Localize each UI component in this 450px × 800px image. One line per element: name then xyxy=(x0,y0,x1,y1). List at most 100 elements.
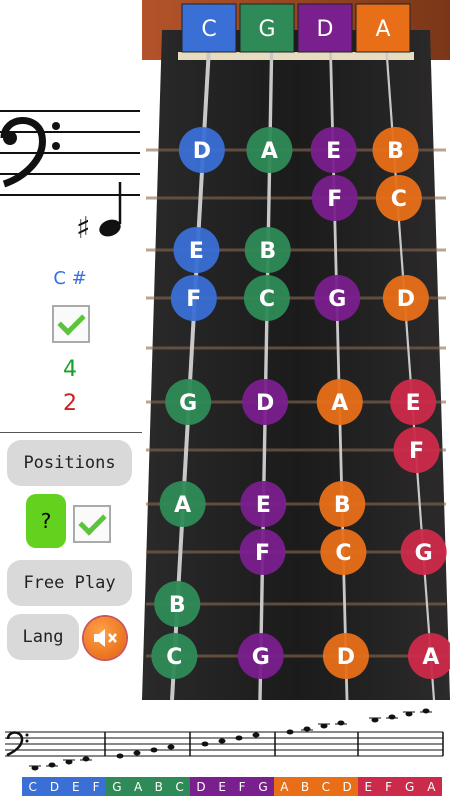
fret-note-dot[interactable] xyxy=(243,275,290,321)
staff-notes xyxy=(29,708,432,771)
bar-lines xyxy=(104,732,444,756)
scale-strip-note: E xyxy=(364,779,373,794)
scale-strip-note: E xyxy=(72,779,80,794)
scale-note xyxy=(65,759,73,765)
left-panel: ♯ C # 4 2 Positions ? Free Play Lang xyxy=(0,0,142,700)
fret-note-dot[interactable] xyxy=(244,227,291,273)
open-string-note[interactable] xyxy=(297,3,353,53)
scale-note xyxy=(218,738,226,744)
fret-note-dot[interactable] xyxy=(240,481,287,527)
position-number: 2 xyxy=(63,391,77,416)
fret-note-label: C xyxy=(335,541,351,566)
fret-note-dot[interactable] xyxy=(239,529,286,575)
fret-note-label: G xyxy=(415,541,433,566)
fret-note-dot[interactable] xyxy=(393,427,440,473)
fret-note-dot[interactable] xyxy=(311,175,358,221)
scale-note xyxy=(235,735,243,741)
help-checkbox[interactable] xyxy=(73,505,111,543)
fret-note-dot[interactable] xyxy=(382,275,429,321)
open-string-label: G xyxy=(258,17,275,42)
fret-note-dot[interactable] xyxy=(319,481,366,527)
fret-note-dot[interactable] xyxy=(178,127,225,173)
fret-note-label: B xyxy=(334,493,351,518)
quiz-note-icon: ♯ xyxy=(76,182,122,246)
fret-note-dot[interactable] xyxy=(246,127,293,173)
finger-number: 4 xyxy=(63,357,77,382)
help-button[interactable]: ? xyxy=(26,494,66,548)
fret-note-dot[interactable] xyxy=(390,379,437,425)
fret-note-dot[interactable] xyxy=(400,529,447,575)
staff-line xyxy=(0,194,140,196)
fret-note-dot[interactable] xyxy=(322,633,369,679)
check-icon xyxy=(78,507,107,536)
scale-strip-note: B xyxy=(154,779,163,794)
fret-note-dot[interactable] xyxy=(310,127,357,173)
nut xyxy=(178,52,414,60)
scale-note xyxy=(201,741,209,747)
fret-note-dot[interactable] xyxy=(173,227,220,273)
scale-strip-note: D xyxy=(49,779,60,794)
fret-note-dot[interactable] xyxy=(170,275,217,321)
scale-strip-note: B xyxy=(300,779,310,794)
fret-note-dot[interactable] xyxy=(375,175,422,221)
fret-note-dot[interactable] xyxy=(151,633,198,679)
fret-note-dot[interactable] xyxy=(154,581,201,627)
bottom-scale-staff xyxy=(5,708,444,771)
fret-note-dot[interactable] xyxy=(320,529,367,575)
scale-strip-note: E xyxy=(218,779,226,794)
open-string-note[interactable] xyxy=(355,3,411,53)
fret-note-label: C xyxy=(259,287,275,312)
divider xyxy=(0,432,142,433)
scale-strip-note: F xyxy=(385,779,392,794)
fret-note-label: A xyxy=(422,645,439,670)
fret-note-dot[interactable] xyxy=(372,127,419,173)
scale-note xyxy=(405,711,413,717)
positions-button[interactable]: Positions xyxy=(7,440,132,486)
fret-note-label: C xyxy=(166,645,182,670)
scale-strip-note: C xyxy=(175,779,184,794)
scale-strip-note: G xyxy=(404,779,415,794)
fret-note-dot[interactable] xyxy=(237,633,284,679)
fret-note-label: F xyxy=(186,287,201,312)
fret-note-label: E xyxy=(326,139,341,164)
scale-note xyxy=(303,726,311,732)
answer-checkbox[interactable] xyxy=(52,305,90,343)
fret-note-label: D xyxy=(397,287,415,312)
fret-note-dot[interactable] xyxy=(165,379,212,425)
scale-note xyxy=(371,717,379,723)
fret-note-label: B xyxy=(259,239,276,264)
fret-note-label: F xyxy=(255,541,270,566)
fret-note-dot[interactable] xyxy=(314,275,361,321)
scale-strip-note: G xyxy=(258,779,268,794)
lang-button[interactable]: Lang xyxy=(7,614,79,660)
speaker-muted-icon[interactable] xyxy=(84,617,126,659)
bass-clef-icon xyxy=(6,731,29,757)
fret-note-label: G xyxy=(252,645,270,670)
fret-note-label: C xyxy=(391,187,407,212)
scale-strip-note: C xyxy=(321,779,331,794)
fret-note-label: B xyxy=(169,593,186,618)
scale-strip-note: A xyxy=(427,779,436,794)
free-play-button[interactable]: Free Play xyxy=(7,560,132,606)
fret-note-label: B xyxy=(387,139,404,164)
scale-strip-note: D xyxy=(196,779,206,794)
staff-line xyxy=(0,110,140,112)
fret-note-dot[interactable] xyxy=(242,379,289,425)
fret-note-dot[interactable] xyxy=(407,633,450,679)
fret-note-label: A xyxy=(261,139,278,164)
open-string-label: D xyxy=(317,17,334,42)
fret-note-dot[interactable] xyxy=(316,379,363,425)
open-string-note[interactable] xyxy=(181,3,237,53)
fret-note-dot[interactable] xyxy=(159,481,206,527)
staff-line xyxy=(0,173,140,175)
open-string-note[interactable] xyxy=(239,3,295,53)
bass-clef-icon xyxy=(0,117,60,188)
fret-note-label: D xyxy=(193,139,211,164)
scale-note xyxy=(337,720,345,726)
fret-note-label: F xyxy=(327,187,342,212)
